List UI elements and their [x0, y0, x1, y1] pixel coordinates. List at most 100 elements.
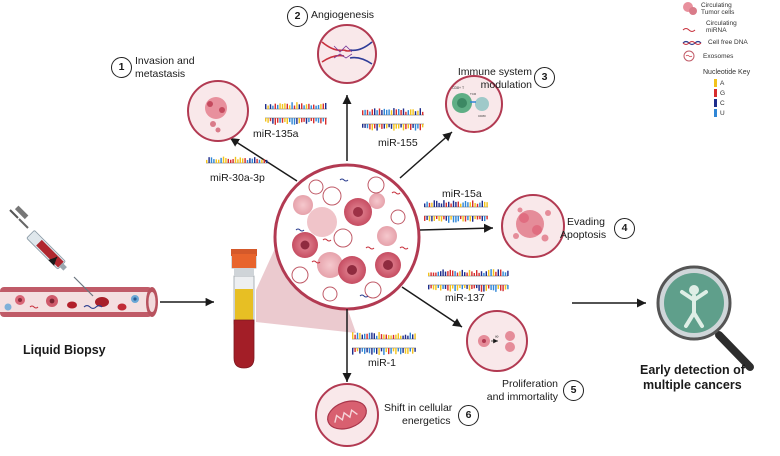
nucleotide-bar: [407, 335, 409, 339]
nucleotide-bar: [442, 285, 444, 289]
nucleotide-bar: [249, 158, 251, 163]
legend-tumor-line1: Circulating: [701, 2, 732, 9]
nucleotide-bar: [430, 272, 432, 276]
nucleotide-bar: [440, 285, 442, 291]
nucleotide-bar: [464, 200, 467, 207]
nucleotide-bar: [424, 203, 426, 207]
nucleotide-bar: [417, 110, 419, 115]
nucleotide-bar: [213, 159, 215, 163]
mirna-label-135a: miR-135a: [253, 128, 299, 140]
nucleotide-bar: [315, 105, 317, 109]
immune-label-line2: modulation: [480, 79, 532, 91]
nucleotide-bar: [293, 105, 296, 109]
nucleotide-bar: [317, 105, 320, 109]
nucleotide-bar: [286, 103, 288, 109]
nucleotide-bar: [468, 269, 471, 276]
nucleotide-bar: [430, 285, 432, 289]
nucleotide-bar: [486, 202, 488, 207]
nucleotide-bar: [490, 285, 492, 291]
nucleotide-bar: [388, 348, 390, 355]
nucleotide-bar: [462, 216, 464, 222]
nucleotide-bar: [289, 105, 291, 109]
nucleotide-bar: [488, 285, 490, 289]
nucleotide-bar: [443, 200, 445, 207]
nucleotide-bar: [369, 111, 371, 115]
nucleotide-bar: [485, 285, 487, 291]
nucleotide-bar: [390, 348, 392, 354]
nucleotide-letter-a: A: [720, 80, 725, 87]
legend-tumor-line2: Tumor cells: [701, 9, 735, 16]
mirna-strands: [206, 102, 509, 355]
nucleotide-swatch-a: [714, 79, 717, 87]
nucleotide-bar: [279, 118, 281, 123]
nucleotide-bar: [476, 216, 479, 220]
nucleotide-bar: [474, 203, 476, 207]
nucleotide-bar: [461, 269, 463, 276]
nucleotide-bar: [488, 269, 490, 276]
blood-tube-icon: [231, 249, 257, 369]
proliferation-label-line2: and immortality: [486, 391, 558, 403]
nucleotide-bar: [317, 118, 320, 123]
nucleotide-bar: [436, 216, 438, 220]
nucleotide-swatch-g: [714, 89, 717, 97]
nucleotide-bar: [397, 348, 399, 352]
nucleotide-bar: [298, 118, 300, 124]
nucleotide-bar: [471, 285, 473, 290]
nucleotide-bar: [447, 271, 449, 276]
nucleotide-bar: [393, 108, 395, 115]
nucleotide-bar: [366, 333, 368, 339]
nucleotide-bar: [497, 285, 499, 289]
nucleotide-swatch-u: [714, 109, 717, 117]
nucleotide-bar: [437, 271, 439, 276]
nucleotide-bar: [380, 334, 383, 339]
nucleotide-bar: [466, 272, 468, 276]
nucleotide-bar: [251, 158, 253, 163]
nucleotide-bar: [495, 271, 497, 276]
nucleotide-bar: [464, 272, 466, 276]
legend-icons: [682, 2, 702, 62]
nucleotide-bar: [310, 118, 312, 122]
nucleotide-bar: [301, 118, 303, 123]
nucleotide-bar: [492, 269, 495, 276]
nucleotide-bar: [279, 103, 281, 109]
nucleotide-bar: [490, 269, 492, 276]
nucleotide-bar: [390, 335, 392, 339]
immune-circle: CD8+ T TCR CD80: [445, 75, 503, 133]
nucleotide-bar: [428, 272, 430, 276]
nucleotide-bar: [450, 203, 452, 207]
nucleotide-bar: [291, 102, 293, 109]
nucleotide-bar: [481, 216, 483, 221]
energetics-label-line2: energetics: [402, 415, 451, 427]
nucleotide-bar: [393, 124, 395, 131]
nucleotide-bar: [433, 200, 435, 207]
step-number-5: 5: [563, 380, 584, 401]
nucleotide-bar: [371, 348, 373, 355]
nucleotide-bar: [497, 269, 499, 276]
nucleotide-letter-g: G: [720, 90, 726, 97]
nucleotide-bar: [215, 159, 217, 163]
nucleotide-bar: [298, 104, 300, 109]
nucleotide-bar: [352, 348, 354, 355]
nucleotide-bar: [484, 201, 486, 207]
nucleotide-bar: [289, 118, 291, 123]
nucleotide-bar: [284, 103, 286, 109]
apoptosis-label-line2: Apoptosis: [560, 229, 607, 241]
process-arrows: [229, 95, 646, 382]
nucleotide-bar: [404, 348, 407, 354]
nucleotide-bar: [322, 103, 324, 109]
nucleotide-bar: [409, 348, 411, 352]
nucleotide-bar: [504, 272, 507, 276]
nucleotide-bar: [359, 332, 361, 339]
nucleotide-letter-c: C: [720, 100, 725, 107]
nucleotide-bar: [376, 124, 378, 131]
nucleotide-bar: [371, 332, 373, 339]
nucleotide-bar: [435, 272, 437, 276]
mirna-label-1: miR-1: [368, 357, 396, 369]
nucleotide-bar: [398, 108, 400, 115]
nucleotide-bar: [419, 124, 421, 131]
apoptosis-label-line1: Evading: [567, 216, 605, 228]
energetics-label-line1: Shift in cellular: [384, 402, 453, 414]
nucleotide-bar: [284, 118, 286, 123]
nucleotide-bar: [443, 216, 445, 220]
